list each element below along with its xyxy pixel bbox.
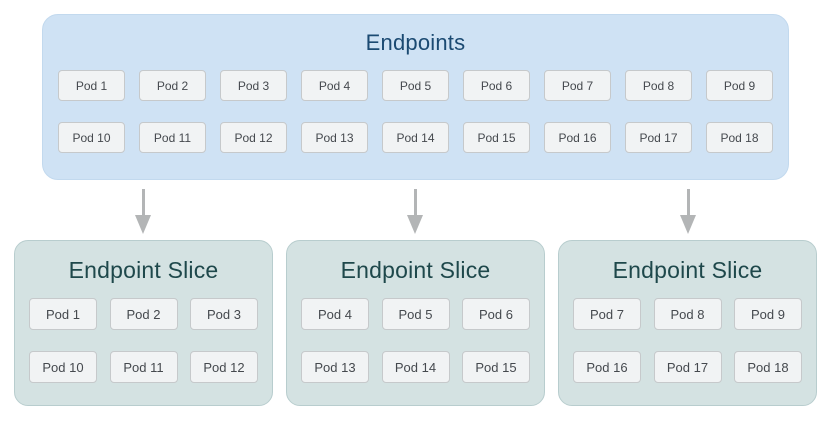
pod: Pod 16 (544, 122, 611, 153)
pod: Pod 13 (301, 122, 368, 153)
pod: Pod 8 (653, 298, 722, 330)
endpoints-title: Endpoints (365, 30, 466, 55)
pod: Pod 4 (301, 70, 368, 101)
endpoint-slice-title: Endpoint Slice (612, 257, 763, 283)
pod: Pod 10 (58, 122, 125, 153)
pod: Pod 10 (29, 351, 97, 383)
pod: Pod 14 (382, 122, 449, 153)
pod: Pod 16 (573, 351, 641, 383)
slice-1-pod-row-2: Pod 10 Pod 11 Pod 12 (29, 351, 258, 383)
pod: Pod 5 (381, 298, 450, 330)
pod: Pod 18 (734, 351, 802, 383)
pod: Pod 3 (190, 298, 258, 330)
arrow-head (135, 215, 151, 234)
arrow-head (680, 215, 696, 234)
pod: Pod 6 (462, 298, 530, 330)
slice-3-pod-row-1: Pod 7 Pod 8 Pod 9 (573, 298, 802, 330)
arrow-shaft (686, 189, 690, 216)
pod: Pod 18 (706, 122, 773, 153)
endpoints-box: Endpoints Pod 1 Pod 2 Pod 3 Pod 4 Pod 5 Pod 6… (42, 14, 789, 180)
slice-2-pod-row-2: Pod 13 Pod 14 Pod 15 (301, 351, 530, 383)
arrow-down-icon (407, 189, 423, 234)
arrow-head (407, 215, 423, 234)
pod: Pod 2 (139, 70, 206, 101)
slice-3-pod-row-2: Pod 16 Pod 17 Pod 18 (573, 351, 802, 383)
endpoints-pod-row-2: Pod 10 Pod 11 Pod 12 Pod 13 Pod 14 Pod 15 Pod … (58, 122, 773, 153)
pod: Pod 13 (301, 351, 369, 383)
pod: Pod 5 (382, 70, 449, 101)
arrow-down-icon (135, 189, 151, 234)
pod: Pod 6 (463, 70, 530, 101)
endpoint-slice-title: Endpoint Slice (340, 257, 491, 283)
pod: Pod 14 (381, 351, 450, 383)
arrow-shaft (141, 189, 145, 216)
pod: Pod 15 (462, 351, 530, 383)
pod: Pod 1 (58, 70, 125, 101)
pod: Pod 17 (625, 122, 692, 153)
slice-1-pod-row-1: Pod 1 Pod 2 Pod 3 (29, 298, 258, 330)
pod: Pod 3 (220, 70, 287, 101)
slice-2-pod-row-1: Pod 4 Pod 5 Pod 6 (301, 298, 530, 330)
pod: Pod 4 (301, 298, 369, 330)
pod: Pod 12 (220, 122, 287, 153)
pod: Pod 7 (573, 298, 641, 330)
pod: Pod 11 (139, 122, 206, 153)
arrow-down-icon (680, 189, 696, 234)
pod: Pod 8 (625, 70, 692, 101)
pod: Pod 2 (109, 298, 178, 330)
pod: Pod 15 (463, 122, 530, 153)
pod: Pod 11 (109, 351, 178, 383)
arrow-shaft (413, 189, 417, 216)
pod: Pod 17 (653, 351, 722, 383)
endpoints-pod-row-1: Pod 1 Pod 2 Pod 3 Pod 4 Pod 5 Pod 6 Pod 7 Pod 8… (58, 70, 773, 101)
endpoint-slice-title: Endpoint Slice (68, 257, 219, 283)
pod: Pod 9 (734, 298, 802, 330)
pod: Pod 9 (706, 70, 773, 101)
pod: Pod 12 (190, 351, 258, 383)
pod: Pod 7 (544, 70, 611, 101)
pod: Pod 1 (29, 298, 97, 330)
